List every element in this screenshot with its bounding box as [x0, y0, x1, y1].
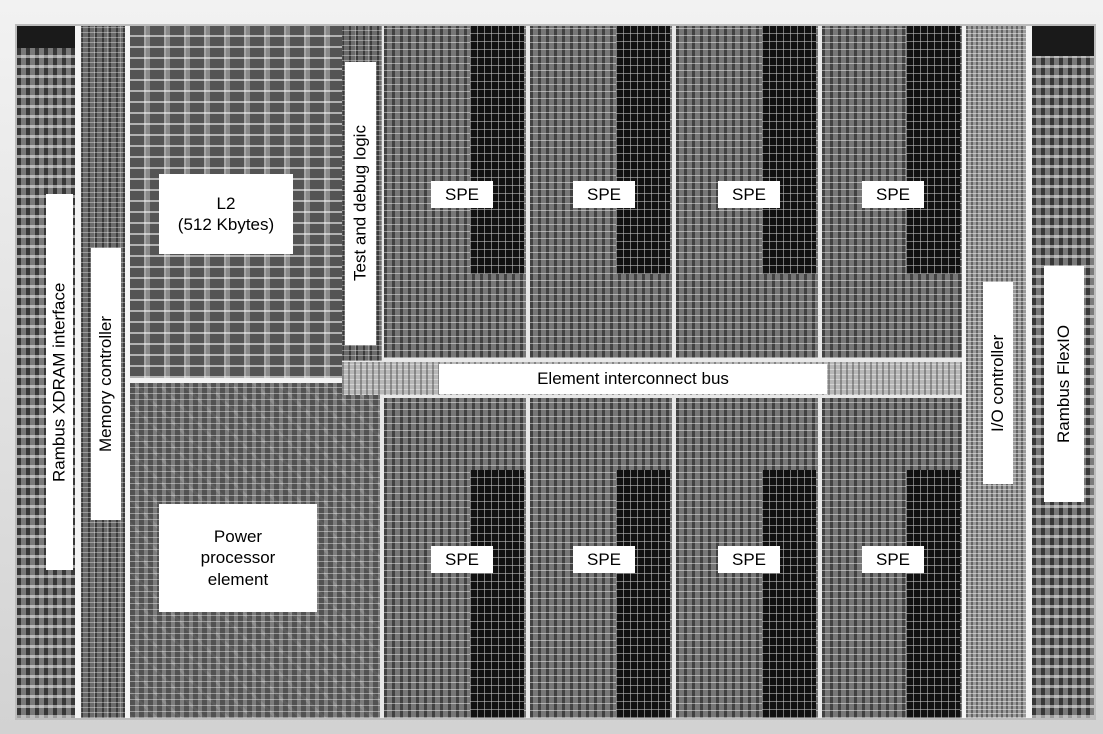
memory-controller-label: Memory controller	[91, 248, 121, 520]
spe-local-store	[470, 26, 524, 274]
separator	[125, 26, 130, 718]
separator	[75, 26, 81, 718]
spe-local-store	[906, 26, 960, 274]
separator	[1026, 26, 1032, 718]
spe-local-store	[470, 470, 524, 718]
spe-bottom-label: SPE	[431, 546, 493, 573]
separator	[962, 26, 966, 718]
io-controller-label: I/O controller	[983, 282, 1013, 484]
spe-local-store	[762, 26, 816, 274]
xdram-interface-label: Rambus XDRAM interface	[46, 194, 73, 570]
spe-bottom-label: SPE	[573, 546, 635, 573]
spe-bottom-label: SPE	[862, 546, 924, 573]
spe-top-label: SPE	[718, 181, 780, 208]
spe-top-2-region	[530, 26, 672, 358]
spe-top-label: SPE	[862, 181, 924, 208]
eib-label: Element interconnect bus	[439, 364, 827, 394]
spe-top-label: SPE	[573, 181, 635, 208]
ppe-line-3: element	[207, 569, 269, 589]
ppe-line-2: processor	[200, 548, 276, 568]
spe-local-store	[906, 470, 960, 718]
spe-bottom-4-region	[822, 398, 962, 718]
cell-processor-die: Rambus XDRAM interface Memory controller…	[17, 26, 1094, 718]
flexio-dark-pad	[1032, 26, 1094, 56]
l2-size: (512 Kbytes)	[177, 215, 275, 234]
spe-local-store	[762, 470, 816, 718]
ppe-label: Power processor element	[159, 504, 317, 612]
ppe-line-1: Power	[213, 527, 263, 547]
flexio-label: Rambus FlexIO	[1044, 266, 1084, 502]
spe-local-store	[616, 470, 670, 718]
xdram-dark-pad	[17, 26, 75, 48]
test-debug-label: Test and debug logic	[345, 62, 376, 345]
spe-top-label: SPE	[431, 181, 493, 208]
l2-title: L2	[216, 193, 236, 213]
io-controller-region	[966, 26, 1026, 718]
separator	[130, 378, 342, 383]
spe-bottom-label: SPE	[718, 546, 780, 573]
l2-cache-label: L2 (512 Kbytes)	[159, 174, 293, 254]
spe-local-store	[616, 26, 670, 274]
